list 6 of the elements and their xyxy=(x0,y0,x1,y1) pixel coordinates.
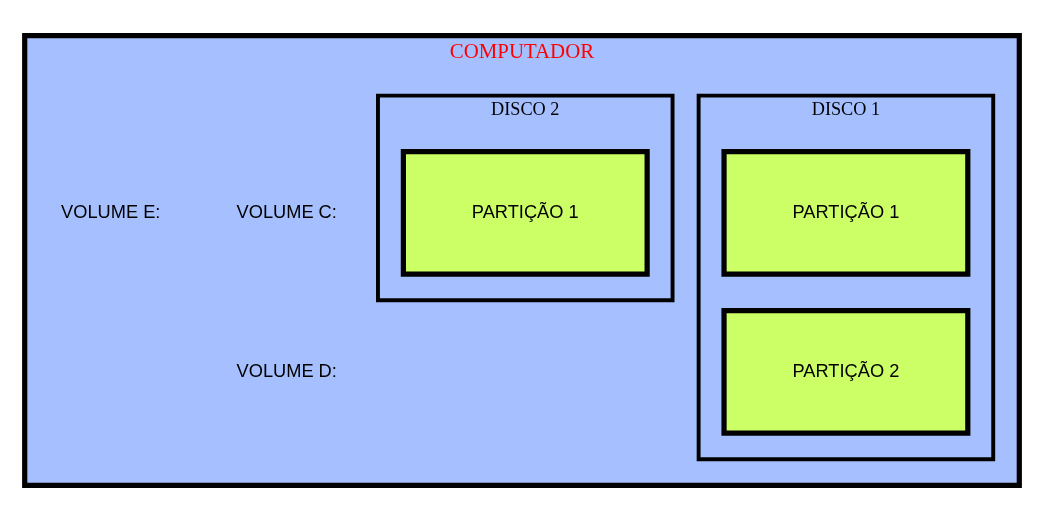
label: VOLUME D: xyxy=(236,359,337,381)
node-box: PARTIÇÃO 1 xyxy=(400,149,650,277)
label: VOLUME C: xyxy=(236,200,337,222)
node-box: PARTIÇÃO 1 xyxy=(721,149,971,277)
node-box: PARTIÇÃO 2 xyxy=(721,308,971,436)
label: VOLUME E: xyxy=(61,200,161,222)
